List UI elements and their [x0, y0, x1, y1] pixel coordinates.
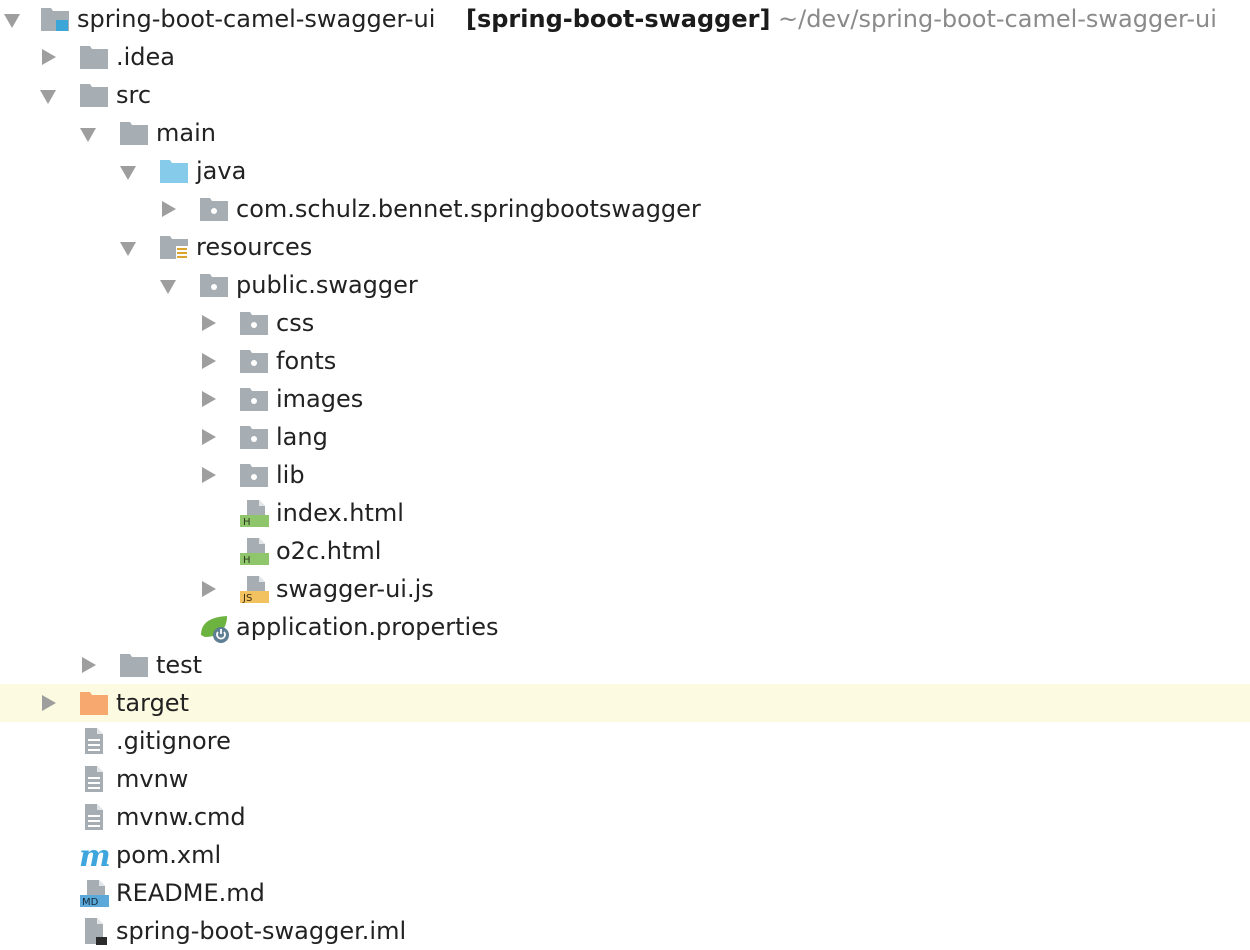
- tree-row-src[interactable]: src: [0, 76, 1250, 114]
- js-file-icon: JS: [239, 575, 269, 603]
- collapse-arrow-icon[interactable]: [42, 49, 56, 65]
- package-icon: [239, 347, 269, 375]
- tree-item-label: .gitignore: [116, 727, 231, 755]
- html-file-icon: H: [239, 499, 269, 527]
- expand-arrow-icon[interactable]: [40, 90, 56, 104]
- expand-arrow-icon[interactable]: [120, 242, 136, 256]
- js-badge-text: JS: [242, 593, 252, 603]
- html-badge-text: H: [243, 555, 251, 565]
- expand-arrow-icon[interactable]: [80, 128, 96, 142]
- expand-arrow-icon[interactable]: [4, 14, 20, 28]
- tree-item-label: src: [116, 81, 152, 109]
- tree-item-label: swagger-ui.js: [276, 575, 434, 603]
- html-badge-text: H: [243, 517, 251, 527]
- tree-item-label: mvnw: [116, 765, 189, 793]
- module-folder-icon: [40, 5, 70, 33]
- tree-item-label: README.md: [116, 879, 265, 907]
- tree-row-lang[interactable]: lang: [0, 418, 1250, 456]
- project-name: spring-boot-camel-swagger-ui: [77, 5, 436, 33]
- expand-arrow-icon[interactable]: [120, 166, 136, 180]
- tree-item-label: application.properties: [236, 613, 499, 641]
- tree-item-label: lang: [276, 423, 328, 451]
- tree-item-label: lib: [276, 461, 305, 489]
- tree-row-resources[interactable]: resources: [0, 228, 1250, 266]
- tree-row-mvnw[interactable]: mvnw: [0, 760, 1250, 798]
- package-icon: [239, 385, 269, 413]
- text-file-icon: [79, 727, 109, 755]
- tree-item-label: public.swagger: [236, 271, 418, 299]
- tree-item-label: spring-boot-swagger.iml: [116, 917, 407, 945]
- tree-row-test[interactable]: test: [0, 646, 1250, 684]
- tree-row-idea[interactable]: .idea: [0, 38, 1250, 76]
- tree-row-iml[interactable]: spring-boot-swagger.iml: [0, 912, 1250, 950]
- collapse-arrow-icon[interactable]: [202, 353, 216, 369]
- maven-icon: m: [79, 841, 109, 869]
- maven-badge-text: m: [79, 841, 109, 869]
- collapse-arrow-icon[interactable]: [202, 467, 216, 483]
- tree-row-lib[interactable]: lib: [0, 456, 1250, 494]
- tree-row-fonts[interactable]: fonts: [0, 342, 1250, 380]
- tree-row-readme-md[interactable]: MD README.md: [0, 874, 1250, 912]
- tree-item-label: pom.xml: [116, 841, 222, 869]
- collapse-arrow-icon[interactable]: [42, 695, 56, 711]
- md-badge-text: MD: [82, 897, 99, 907]
- markdown-file-icon: MD: [79, 879, 109, 907]
- folder-icon: [119, 119, 149, 147]
- package-icon: [199, 195, 229, 223]
- tree-item-label: fonts: [276, 347, 337, 375]
- tree-row-java[interactable]: java: [0, 152, 1250, 190]
- tree-item-label: main: [156, 119, 216, 147]
- tree-item-label: resources: [196, 233, 313, 261]
- collapse-arrow-icon[interactable]: [82, 657, 96, 673]
- tree-row-index-html[interactable]: H index.html: [0, 494, 1250, 532]
- package-icon: [239, 309, 269, 337]
- expand-arrow-icon[interactable]: [160, 280, 176, 294]
- tree-row-public-swagger[interactable]: public.swagger: [0, 266, 1250, 304]
- tree-row-css[interactable]: css: [0, 304, 1250, 342]
- module-name: [spring-boot-swagger]: [466, 5, 771, 33]
- resources-folder-icon: [159, 233, 189, 261]
- tree-row-pom-xml[interactable]: m pom.xml: [0, 836, 1250, 874]
- package-icon: [239, 461, 269, 489]
- source-folder-icon: [159, 157, 189, 185]
- tree-item-label: mvnw.cmd: [116, 803, 246, 831]
- tree-row-images[interactable]: images: [0, 380, 1250, 418]
- iml-file-icon: [79, 917, 109, 945]
- collapse-arrow-icon[interactable]: [202, 581, 216, 597]
- tree-row-application-properties[interactable]: application.properties: [0, 608, 1250, 646]
- collapse-arrow-icon[interactable]: [202, 391, 216, 407]
- tree-item-label: com.schulz.bennet.springbootswagger: [236, 195, 701, 223]
- tree-row-swagger-ui-js[interactable]: JS swagger-ui.js: [0, 570, 1250, 608]
- spring-boot-icon: [199, 613, 229, 643]
- tree-item-label: o2c.html: [276, 537, 382, 565]
- project-path: ~/dev/spring-boot-camel-swagger-ui: [778, 5, 1217, 33]
- tree-row-package[interactable]: com.schulz.bennet.springbootswagger: [0, 190, 1250, 228]
- tree-row-main[interactable]: main: [0, 114, 1250, 152]
- tree-row-gitignore[interactable]: .gitignore: [0, 722, 1250, 760]
- package-icon: [239, 423, 269, 451]
- tree-row-target[interactable]: target: [0, 684, 1250, 722]
- tree-item-label: java: [196, 157, 247, 185]
- package-icon: [199, 271, 229, 299]
- folder-icon: [79, 81, 109, 109]
- tree-row-o2c-html[interactable]: H o2c.html: [0, 532, 1250, 570]
- excluded-folder-icon: [79, 689, 109, 717]
- tree-item-label: test: [156, 651, 203, 679]
- tree-item-label: index.html: [276, 499, 404, 527]
- tree-item-label: images: [276, 385, 364, 413]
- html-file-icon: H: [239, 537, 269, 565]
- tree-row-project-root[interactable]: spring-boot-camel-swagger-ui [spring-boo…: [0, 0, 1250, 38]
- tree-item-label: .idea: [116, 43, 176, 71]
- collapse-arrow-icon[interactable]: [202, 429, 216, 445]
- text-file-icon: [79, 765, 109, 793]
- tree-item-label: css: [276, 309, 315, 337]
- tree-row-mvnw-cmd[interactable]: mvnw.cmd: [0, 798, 1250, 836]
- tree-item-label: target: [116, 689, 189, 717]
- collapse-arrow-icon[interactable]: [202, 315, 216, 331]
- text-file-icon: [79, 803, 109, 831]
- collapse-arrow-icon[interactable]: [162, 201, 176, 217]
- folder-icon: [79, 43, 109, 71]
- folder-icon: [119, 651, 149, 679]
